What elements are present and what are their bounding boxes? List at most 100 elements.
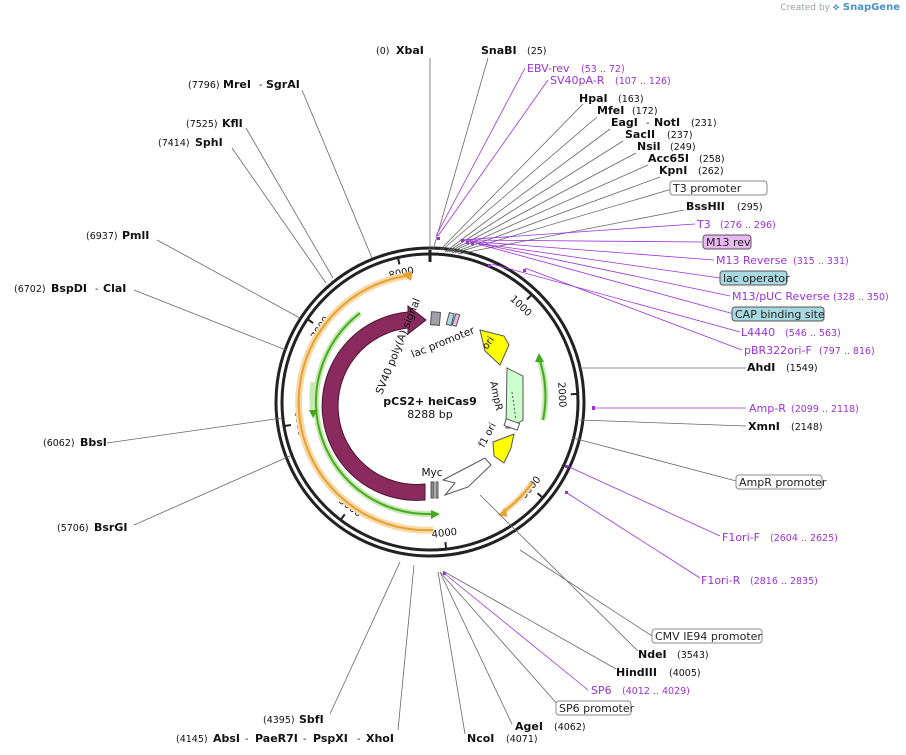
primers-group: EBV-rev (53 .. 72) SV40pA-R (107 .. 126)… [527,62,889,697]
enzyme-name: HindIII [616,666,657,679]
cas9-label: Cas9 [340,397,358,426]
feature-box-text: CMV IE94 promoter [655,630,762,643]
primer-name: T3 [696,218,711,231]
enzyme-pos: (4062) [554,722,586,733]
green-orf-arc-line [314,312,432,516]
feature-box-text: CAP binding site [735,308,825,321]
credit-brand: SnapGene [842,2,900,13]
enzyme-pos: (4071) [506,734,538,745]
tick-mark [444,542,448,550]
enzyme-pos: (249) [670,142,696,153]
enzymes-left-group: (0) XbaI (7796) MreI - SgrAI (7525) KflI… [14,44,424,745]
enzyme-name: AgeI [515,720,543,733]
tick-mark [396,257,401,265]
enzyme-pos: (2148) [791,422,823,433]
ampr-dotted [511,391,517,421]
enzyme-pos: (237) [667,130,693,141]
primer-pos: (107 .. 126) [615,76,671,87]
enzyme-pos: (6702) [14,284,46,295]
enzyme-pos: (4005) [669,668,701,679]
enzyme-name: HpaI [579,92,608,105]
credit-prefix: Created by [780,3,830,13]
tick-mark [339,513,346,521]
tick-mark [536,492,544,499]
enzyme-name: ClaI [103,282,126,295]
primer-name: SP6 [591,684,612,697]
primer-pos: (276 .. 296) [720,220,776,231]
f1ori-arrow [492,433,515,464]
enzyme-pos: (262) [698,166,724,177]
enzyme-name: MfeI [597,104,624,117]
snapgene-logo: ⟡ SnapGene [832,2,900,13]
primer-name: F1ori-R [701,574,741,587]
tick-mark [306,318,314,324]
green-arc-right-line [538,357,547,421]
primer-pos: (2816 .. 2835) [750,576,818,587]
enzyme-name: SgrAI [266,78,300,91]
feature-box [719,270,788,286]
leader-lines [106,57,747,735]
enzyme-sep: - [245,734,248,745]
primer-name: F1ori-F [722,531,760,544]
primer-pos: (53 .. 72) [581,64,625,75]
enzyme-pos: (4145) [176,734,208,745]
enzyme-name: XbaI [396,44,424,57]
enzyme-sep: - [95,284,98,295]
enzyme-pos: (7414) [158,138,190,149]
enzyme-name: BssHII [686,200,725,213]
enzyme-pos: (0) [376,46,389,57]
enzyme-pos: (4395) [263,715,295,726]
enzyme-name: AbsI [213,732,240,745]
feature-box [731,306,825,322]
orange-arc-arrowhead [402,271,412,281]
enzyme-name: Acc65I [648,152,689,165]
enzyme-pos: (3543) [677,650,709,661]
cmv-arrow [441,457,492,497]
primer-name: Amp-R [749,402,786,415]
enzyme-name: BsrGI [94,521,127,534]
plasmid-name: pCS2+ heiCas9 [383,395,477,408]
enzyme-pos: (25) [527,46,547,57]
small-green-arc-left [309,381,316,415]
feature-box [555,700,632,716]
primer-name: SV40pA-R [550,74,605,87]
enzyme-name: EagI [611,116,638,129]
enzyme-pos: (7525) [186,119,218,130]
feature-box [651,628,763,644]
green-arc-arrowhead [431,510,440,519]
feature-box [735,474,823,490]
feature-box-text: lac operator [723,272,790,285]
feature-box [669,180,768,196]
myc-label: Myc [421,467,442,479]
primer-name: pBR322ori-F [744,344,812,357]
primer-pos: (2604 .. 2625) [770,533,838,544]
enzyme-pos: (6062) [43,438,75,449]
enzyme-pos: (258) [699,154,725,165]
enzyme-sep: - [259,80,262,91]
tick-label: 2000 [555,382,567,408]
enzyme-pos: (7796) [188,80,220,91]
enzyme-name: NdeI [638,648,667,661]
ampr-label: AmpR [487,380,504,412]
primer-leader-lines [435,67,746,691]
enzyme-pos: (295) [737,202,763,213]
tick-mark [526,293,533,301]
enzyme-name: NcoI [467,732,494,745]
primer-pos: (2099 .. 2118) [791,404,859,415]
myc-block-2 [435,481,439,499]
primer-name: M13 Reverse [716,254,787,267]
feature-boxes-group: T3 promoter M13 rev lac operator CAP bin… [555,180,827,716]
sv40-block [429,311,442,326]
enzyme-name: BspDI [51,282,87,295]
feature-box-text: T3 promoter [672,182,742,195]
feature-box-text: M13 rev [706,236,751,249]
tick-mark [283,423,292,428]
enzyme-name: MreI [223,78,251,91]
green-arc-right-arrowhead [535,353,544,362]
snapgene-credit: Created by ⟡ SnapGene [780,2,900,13]
feature-box-text: AmpR promoter [739,476,827,489]
lac-block [445,312,455,327]
enzyme-name: KpnI [659,164,687,177]
feature-box [702,234,752,250]
primer-pos: (328 .. 350) [833,292,889,303]
